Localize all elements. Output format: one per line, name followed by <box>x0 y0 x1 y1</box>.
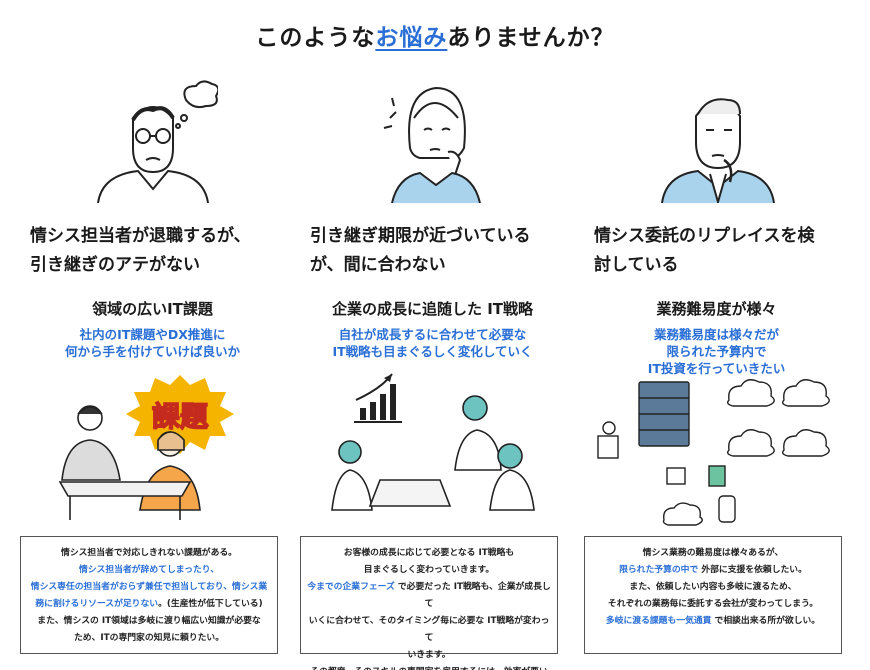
description-text: また、依頼したい内容も多岐に渡るため、 <box>629 582 797 592</box>
description-text: その都度、そのスキルの専門家を雇用するには、効率が悪い <box>310 667 548 670</box>
description-line: 目まぐるしく変わっていきます。 <box>307 562 551 579</box>
it-infrastructure-illustration <box>597 379 830 526</box>
page-headline: このようなお悩みありませんか？ <box>0 18 870 52</box>
description-line: ため、ITの専門家の知見に頼りたい。 <box>27 630 271 647</box>
worry-line-1: 情シス委託のリプレイスを検 <box>594 226 815 246</box>
description-box: 情シス業務の難易度は様々あるが、限られた予算の中で 外部に支援を依頼したい。また… <box>584 536 842 654</box>
description-text: ため、ITの専門家の知見に頼りたい。 <box>73 633 225 643</box>
worried-woman-illustration <box>383 86 481 203</box>
column-replace: 情シス委託のリプレイスを検 討している 業務難易度が様々 業務難易度は様々だが … <box>584 0 854 670</box>
worry-text: 情シス担当者が退職するが、 引き継ぎのアテがない <box>30 222 295 280</box>
blue-line-1: 自社が成長するに合わせて必要な <box>338 327 527 342</box>
meeting-issues-illustration: 課題 <box>58 375 234 520</box>
description-text: で必要だった IT戦略も、企業が成長して <box>394 582 551 609</box>
blue-line-3: IT投資を行っていきたい <box>647 361 786 376</box>
description-highlight: 情シス専任の担当者がおらず兼任で担当しており、情シス業 <box>30 582 268 592</box>
worry-line-1: 引き継ぎ期限が近づいている <box>310 226 531 246</box>
worried-man-glasses-illustration <box>97 80 218 203</box>
description-line: 情シス担当者で対応しきれない課題がある。 <box>27 545 271 562</box>
blue-line-2: 限られた予算内で <box>666 344 767 359</box>
description-highlight: 務に割けるリソースが足りない <box>35 599 159 609</box>
headline-text-end: ありませんか？ <box>447 25 615 51</box>
issue-badge-text: 課題 <box>152 400 209 433</box>
headline-highlight: お悩み <box>375 25 448 51</box>
description-line: 多岐に渡る課題も一気通貫 で相談出来る所が欲しい。 <box>591 613 835 630</box>
description-highlight: 限られた予算の中で <box>619 565 699 575</box>
blue-summary: 自社が成長するに合わせて必要な IT戦略も目まぐるしく変化していく <box>300 326 565 360</box>
worry-text: 情シス委託のリプレイスを検 討している <box>594 222 859 280</box>
cloud-icon <box>726 379 775 407</box>
description-line: 今までの企業フェーズ で必要だった IT戦略も、企業が成長して <box>307 579 551 613</box>
description-text: また、情シスの IT領域は多岐に渡り幅広い知識が必要な <box>37 616 261 626</box>
blue-summary: 社内のIT課題やDX推進に 何から手を付けていけば良いか <box>20 326 285 360</box>
spreadsheet-icon <box>708 465 726 487</box>
column-deadline: 引き継ぎ期限が近づいている が、間に合わない 企業の成長に追随した IT戦略 自… <box>300 0 570 670</box>
section-subtitle: 業務難易度が様々 <box>656 300 777 318</box>
worry-line-2: 討している <box>594 255 679 275</box>
cloud-database-icon <box>726 429 775 457</box>
headline-text: このような <box>255 25 376 51</box>
description-text: 情シス担当者で対応しきれない課題がある。 <box>61 548 237 558</box>
database-icon <box>718 495 736 523</box>
description-line: 情シス業務の難易度は様々あるが、 <box>591 545 835 562</box>
description-text: 目まぐるしく変わっていきます。 <box>363 565 495 575</box>
worry-line-2: 引き継ぎのアテがない <box>30 255 200 275</box>
cloud-gear-icon <box>781 429 830 457</box>
cloud-sync-icon <box>781 379 830 407</box>
thinking-businessman-illustration <box>661 98 775 203</box>
description-line: いきます。 <box>307 647 551 664</box>
description-text: 。(生産性が低下している) <box>158 599 263 609</box>
description-text: で相談出来る所が欲しい。 <box>711 616 821 626</box>
worry-line-1: 情シス担当者が退職するが、 <box>30 226 251 246</box>
description-line: また、情シスの IT領域は多岐に渡り幅広い知識が必要な <box>27 613 271 630</box>
building-icon <box>666 467 686 485</box>
description-box: 情シス担当者で対応しきれない課題がある。情シス担当者が辞めてしまったり、情シス専… <box>20 536 278 654</box>
cloud-small-icon <box>662 502 703 526</box>
description-text: お客様の成長に応じて必要となる IT戦略も <box>343 548 515 558</box>
blue-line-1: 社内のIT課題やDX推進に <box>79 327 226 342</box>
column-retirement: 情シス担当者が退職するが、 引き継ぎのアテがない 領域の広いIT課題 社内のIT… <box>20 0 290 670</box>
description-highlight: 今までの企業フェーズ <box>307 582 395 592</box>
description-highlight: 多岐に渡る課題も一気通貫 <box>605 616 712 626</box>
blue-summary: 業務難易度は様々だが 限られた予算内で IT投資を行っていきたい <box>584 326 849 377</box>
description-text: それぞれの業務毎に委託する会社が変わってしまう。 <box>607 599 819 609</box>
worry-text: 引き継ぎ期限が近づいている が、間に合わない <box>310 222 575 280</box>
growth-strategy-meeting-illustration <box>331 373 535 511</box>
description-text: いくに合わせて、そのタイミング毎に必要な IT戦略が変わって <box>308 616 550 643</box>
section-subtitle: 企業の成長に追随した IT戦略 <box>331 300 534 318</box>
description-line: 情シス専任の担当者がおらず兼任で担当しており、情シス業 <box>27 579 271 596</box>
description-line: 情シス担当者が辞めてしまったり、 <box>27 562 271 579</box>
description-text: 外部に支援を依頼したい。 <box>698 565 807 575</box>
description-line: その都度、そのスキルの専門家を雇用するには、効率が悪い <box>307 664 551 670</box>
blue-line-2: IT戦略も目まぐるしく変化していく <box>332 344 533 359</box>
worry-line-2: が、間に合わない <box>310 255 446 275</box>
description-line: いくに合わせて、そのタイミング毎に必要な IT戦略が変わって <box>307 613 551 647</box>
description-text: 情シス業務の難易度は様々あるが、 <box>642 548 784 558</box>
description-highlight: 情シス担当者が辞めてしまったり、 <box>78 565 220 575</box>
description-box: お客様の成長に応じて必要となる IT戦略も目まぐるしく変わっていきます。今までの… <box>300 536 558 670</box>
section-subtitle: 領域の広いIT課題 <box>92 300 213 318</box>
description-line: お客様の成長に応じて必要となる IT戦略も <box>307 545 551 562</box>
blue-line-2: 何から手を付けていけば良いか <box>64 344 240 359</box>
blue-line-1: 業務難易度は様々だが <box>653 327 779 342</box>
growth-chart-icon <box>354 373 402 423</box>
description-line: 務に割けるリソースが足りない。(生産性が低下している) <box>27 596 271 613</box>
description-line: それぞれの業務毎に委託する会社が変わってしまう。 <box>591 596 835 613</box>
description-text: いきます。 <box>407 650 451 660</box>
description-line: 限られた予算の中で 外部に支援を依頼したい。 <box>591 562 835 579</box>
description-line: また、依頼したい内容も多岐に渡るため、 <box>591 579 835 596</box>
